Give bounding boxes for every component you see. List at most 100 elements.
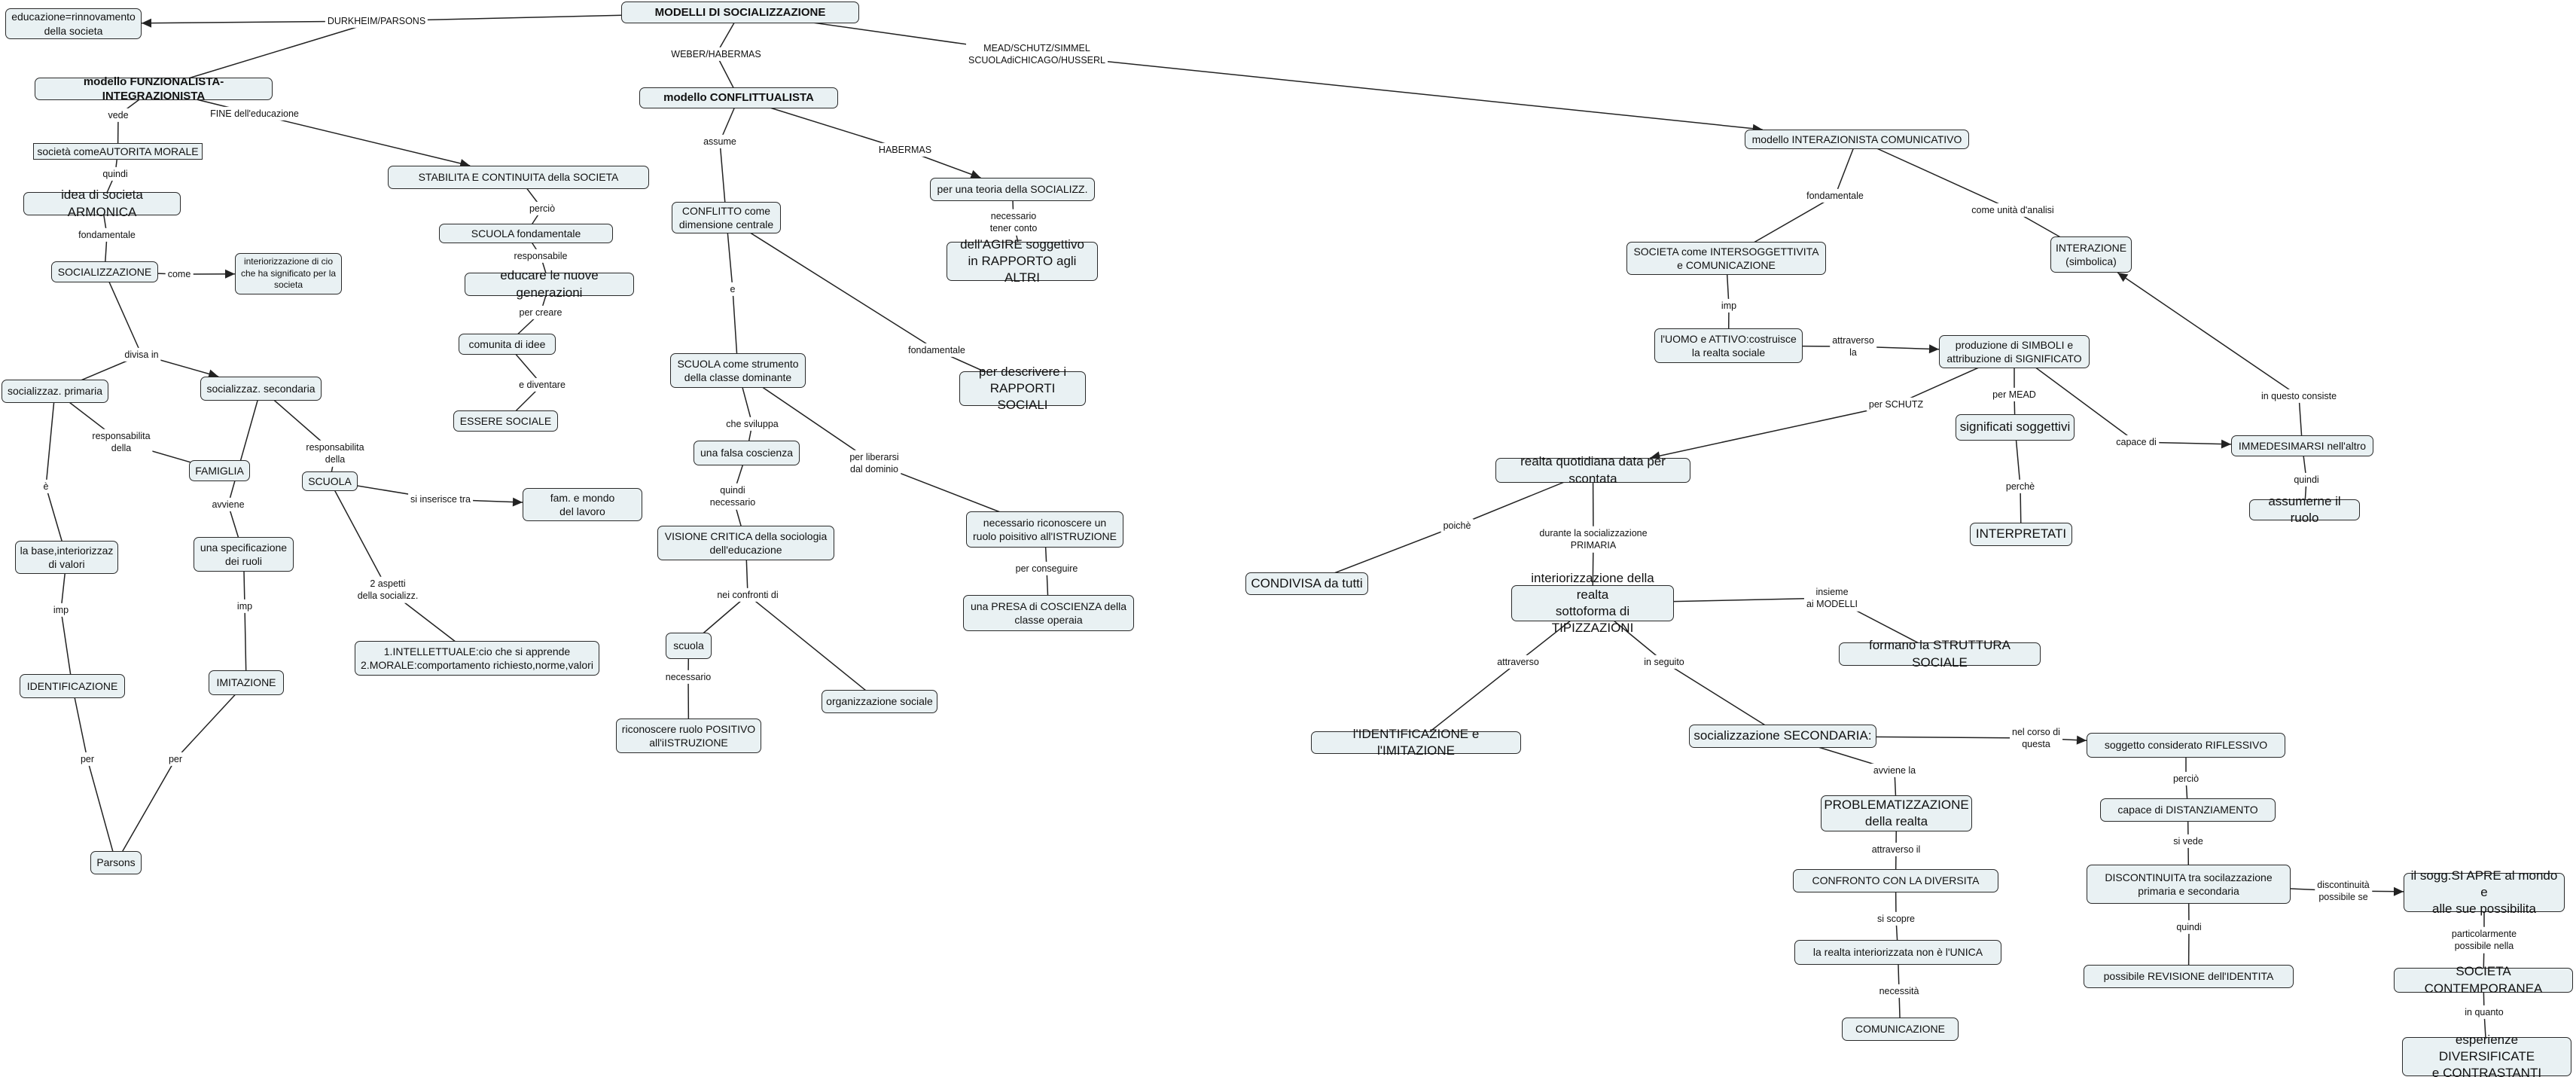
concept-node[interactable]: CONFRONTO CON LA DIVERSITA bbox=[1793, 869, 1998, 892]
concept-node[interactable]: SCUOLA fondamentale bbox=[439, 224, 613, 243]
concept-node[interactable]: organizzazione sociale bbox=[822, 690, 937, 713]
concept-node[interactable]: produzione di SIMBOLI e attribuzione di … bbox=[1939, 335, 2090, 368]
concept-node[interactable]: la base,interiorizzaz di valori bbox=[15, 541, 118, 574]
concept-node[interactable]: SCUOLA bbox=[302, 471, 358, 491]
concept-node[interactable]: l'IDENTIFICAZIONE e l'IMITAZIONE bbox=[1311, 727, 1521, 758]
link-line bbox=[72, 685, 88, 760]
concept-node[interactable]: per una teoria della SOCIALIZZ. bbox=[930, 178, 1095, 201]
concept-node[interactable]: CONFLITTO come dimensione centrale bbox=[672, 202, 781, 233]
concept-node[interactable]: comunita di idee bbox=[459, 334, 556, 355]
concept-node[interactable]: capace di DISTANZIAMENTO bbox=[2100, 798, 2276, 822]
link-label: quindi bbox=[2174, 920, 2204, 935]
link-label: come bbox=[165, 267, 194, 282]
concept-node[interactable]: scuola bbox=[666, 633, 712, 659]
link-label: DURKHEIM/PARSONS bbox=[325, 14, 428, 29]
concept-node[interactable]: socializzaz. secondaria bbox=[200, 377, 322, 401]
link-label: responsabilita della bbox=[90, 429, 153, 456]
concept-node[interactable]: possibile REVISIONE dell'IDENTITA bbox=[2084, 965, 2294, 988]
concept-node[interactable]: SOCIETA CONTEMPORANEA bbox=[2394, 964, 2573, 996]
concept-node[interactable]: IMMEDESIMARSI nell'altro bbox=[2231, 435, 2373, 456]
concept-node[interactable]: INTERPRETATI bbox=[1970, 523, 2072, 546]
concept-node[interactable]: CONDIVISA da tutti bbox=[1245, 572, 1368, 595]
link-label: responsabile bbox=[511, 249, 570, 264]
concept-node[interactable]: modello FUNZIONALISTA-INTEGRAZIONISTA bbox=[35, 75, 273, 102]
concept-node[interactable]: SOCIETA come INTERSOGGETTIVITA e COMUNIC… bbox=[1626, 242, 1826, 275]
link-label: si inserisce tra bbox=[408, 492, 473, 507]
link-line bbox=[1856, 139, 2014, 211]
concept-node[interactable]: esperienze DIVERSIFICATE e CONTRASTANTI bbox=[2402, 1033, 2571, 1077]
link-label: MEAD/SCHUTZ/SIMMEL SCUOLAdiCHICAGO/HUSSE… bbox=[966, 41, 1108, 68]
concept-node[interactable]: interiorizzazione della realta sottoform… bbox=[1511, 571, 1674, 635]
concept-node[interactable]: il sogg.SI APRE al mondo e alle sue poss… bbox=[2404, 868, 2565, 916]
concept-node[interactable]: realta quotidiana data per scontata bbox=[1495, 454, 1690, 486]
concept-node[interactable]: soggetto considerato RIFLESSIVO bbox=[2087, 733, 2285, 758]
concept-node[interactable]: la realta interiorizzata non è l'UNICA bbox=[1794, 940, 2001, 965]
link-label: fondamentale bbox=[906, 343, 968, 358]
concept-node[interactable]: assumerne il ruolo bbox=[2249, 494, 2360, 525]
link-line bbox=[227, 388, 262, 505]
concept-node[interactable]: socializzazione SECONDARIA: bbox=[1689, 725, 1876, 748]
link-label: WEBER/HABERMAS bbox=[669, 47, 764, 62]
concept-node[interactable]: significati soggettivi bbox=[1956, 414, 2075, 441]
concept-node[interactable]: modello INTERAZIONISTA COMUNICATIVO bbox=[1745, 130, 1969, 149]
concept-node[interactable]: per descrivere i RAPPORTI SOCIALI bbox=[959, 365, 1086, 412]
link-line bbox=[115, 758, 176, 863]
concept-node[interactable]: formano la STRUTTURA SOCIALE bbox=[1839, 638, 2041, 670]
concept-node[interactable]: fam. e mondo del lavoro bbox=[523, 488, 642, 521]
link-label: discontinuità possibile se bbox=[2315, 877, 2372, 905]
concept-node[interactable]: INTERAZIONE (simbolica) bbox=[2050, 236, 2132, 273]
link-label: avviene bbox=[209, 497, 247, 512]
concept-node[interactable]: ESSERE SOCIALE bbox=[453, 410, 558, 432]
link-line bbox=[175, 682, 247, 760]
concept-node[interactable]: una specificazione dei ruoli bbox=[194, 537, 294, 572]
link-label: fondamentale bbox=[1804, 188, 1866, 203]
concept-node[interactable]: COMUNICAZIONE bbox=[1842, 1018, 1959, 1041]
concept-node[interactable]: l'UOMO e ATTIVO:costruisce la realta soc… bbox=[1654, 328, 1803, 363]
concept-node[interactable]: modello CONFLITTUALISTA bbox=[639, 87, 838, 108]
link-label: attraverso la bbox=[1830, 333, 1876, 360]
link-label: attraverso bbox=[1495, 654, 1541, 670]
link-line bbox=[1036, 53, 1763, 130]
link-label: quindi necessario bbox=[707, 483, 758, 510]
concept-node[interactable]: una PRESA di COSCIENZA della classe oper… bbox=[963, 595, 1134, 631]
link-label: poichè bbox=[1440, 518, 1474, 533]
concept-node[interactable]: educare le nuove generazioni bbox=[465, 268, 634, 300]
concept-node[interactable]: società comeAUTORITA MORALE bbox=[33, 143, 203, 160]
link-label: per bbox=[166, 752, 185, 767]
concept-node[interactable]: idea di societa ARMONICA bbox=[23, 188, 181, 219]
link-label: imp bbox=[1718, 298, 1739, 313]
link-label: perciò bbox=[2170, 771, 2202, 786]
concept-node[interactable]: riconoscere ruolo POSITIVO all'iISTRUZIO… bbox=[616, 719, 761, 753]
link-label: necessario tener conto bbox=[987, 209, 1040, 236]
link-label: come unità d'analisi bbox=[1969, 203, 2056, 218]
concept-node[interactable]: Parsons bbox=[90, 851, 142, 874]
link-label: HABERMAS bbox=[876, 142, 934, 157]
link-label: quindi bbox=[2291, 472, 2321, 487]
concept-node[interactable]: una falsa coscienza bbox=[694, 441, 800, 465]
concept-node[interactable]: DISCONTINUITA tra socilazzazione primari… bbox=[2087, 865, 2291, 904]
concept-node[interactable]: educazione=rinnovamento della societa bbox=[5, 8, 142, 39]
link-label: è bbox=[41, 479, 51, 494]
concept-node[interactable]: MODELLI DI SOCIALIZZAZIONE bbox=[621, 2, 859, 23]
concept-node[interactable]: PROBLEMATIZZAZIONE della realta bbox=[1821, 795, 1972, 831]
concept-node[interactable]: IDENTIFICAZIONE bbox=[20, 674, 125, 698]
concept-node[interactable]: dell'AGIRE soggettivo in RAPPORTO agli A… bbox=[947, 237, 1098, 285]
link-label: necessità bbox=[1876, 984, 1922, 999]
link-label: quindi bbox=[100, 166, 130, 182]
concept-node[interactable]: 1.INTELLETTUALE:cio che si apprende 2.MO… bbox=[355, 641, 599, 676]
concept-node[interactable]: interiorizzazione di cio che ha signific… bbox=[235, 253, 342, 294]
link-label: necessario bbox=[663, 670, 714, 685]
link-label: per liberarsi dal dominio bbox=[847, 450, 901, 477]
concept-node[interactable]: socializzaz. primaria bbox=[2, 380, 108, 403]
arrowhead-icon bbox=[2221, 439, 2231, 449]
concept-node[interactable]: necessario riconoscere un ruolo poisitiv… bbox=[966, 511, 1123, 548]
concept-node[interactable]: SCUOLA come strumento della classe domin… bbox=[670, 353, 806, 388]
concept-node[interactable]: VISIONE CRITICA della sociologia dell'ed… bbox=[657, 526, 834, 560]
concept-node[interactable]: FAMIGLIA bbox=[189, 460, 250, 481]
link-label: durante la socializzazione PRIMARIA bbox=[1537, 526, 1650, 553]
concept-node[interactable]: IMITAZIONE bbox=[209, 670, 284, 695]
arrowhead-icon bbox=[2393, 886, 2404, 896]
concept-node[interactable]: SOCIALIZZAZIONE bbox=[51, 261, 158, 282]
concept-node[interactable]: STABILITA E CONTINUITA della SOCIETA bbox=[388, 166, 649, 189]
